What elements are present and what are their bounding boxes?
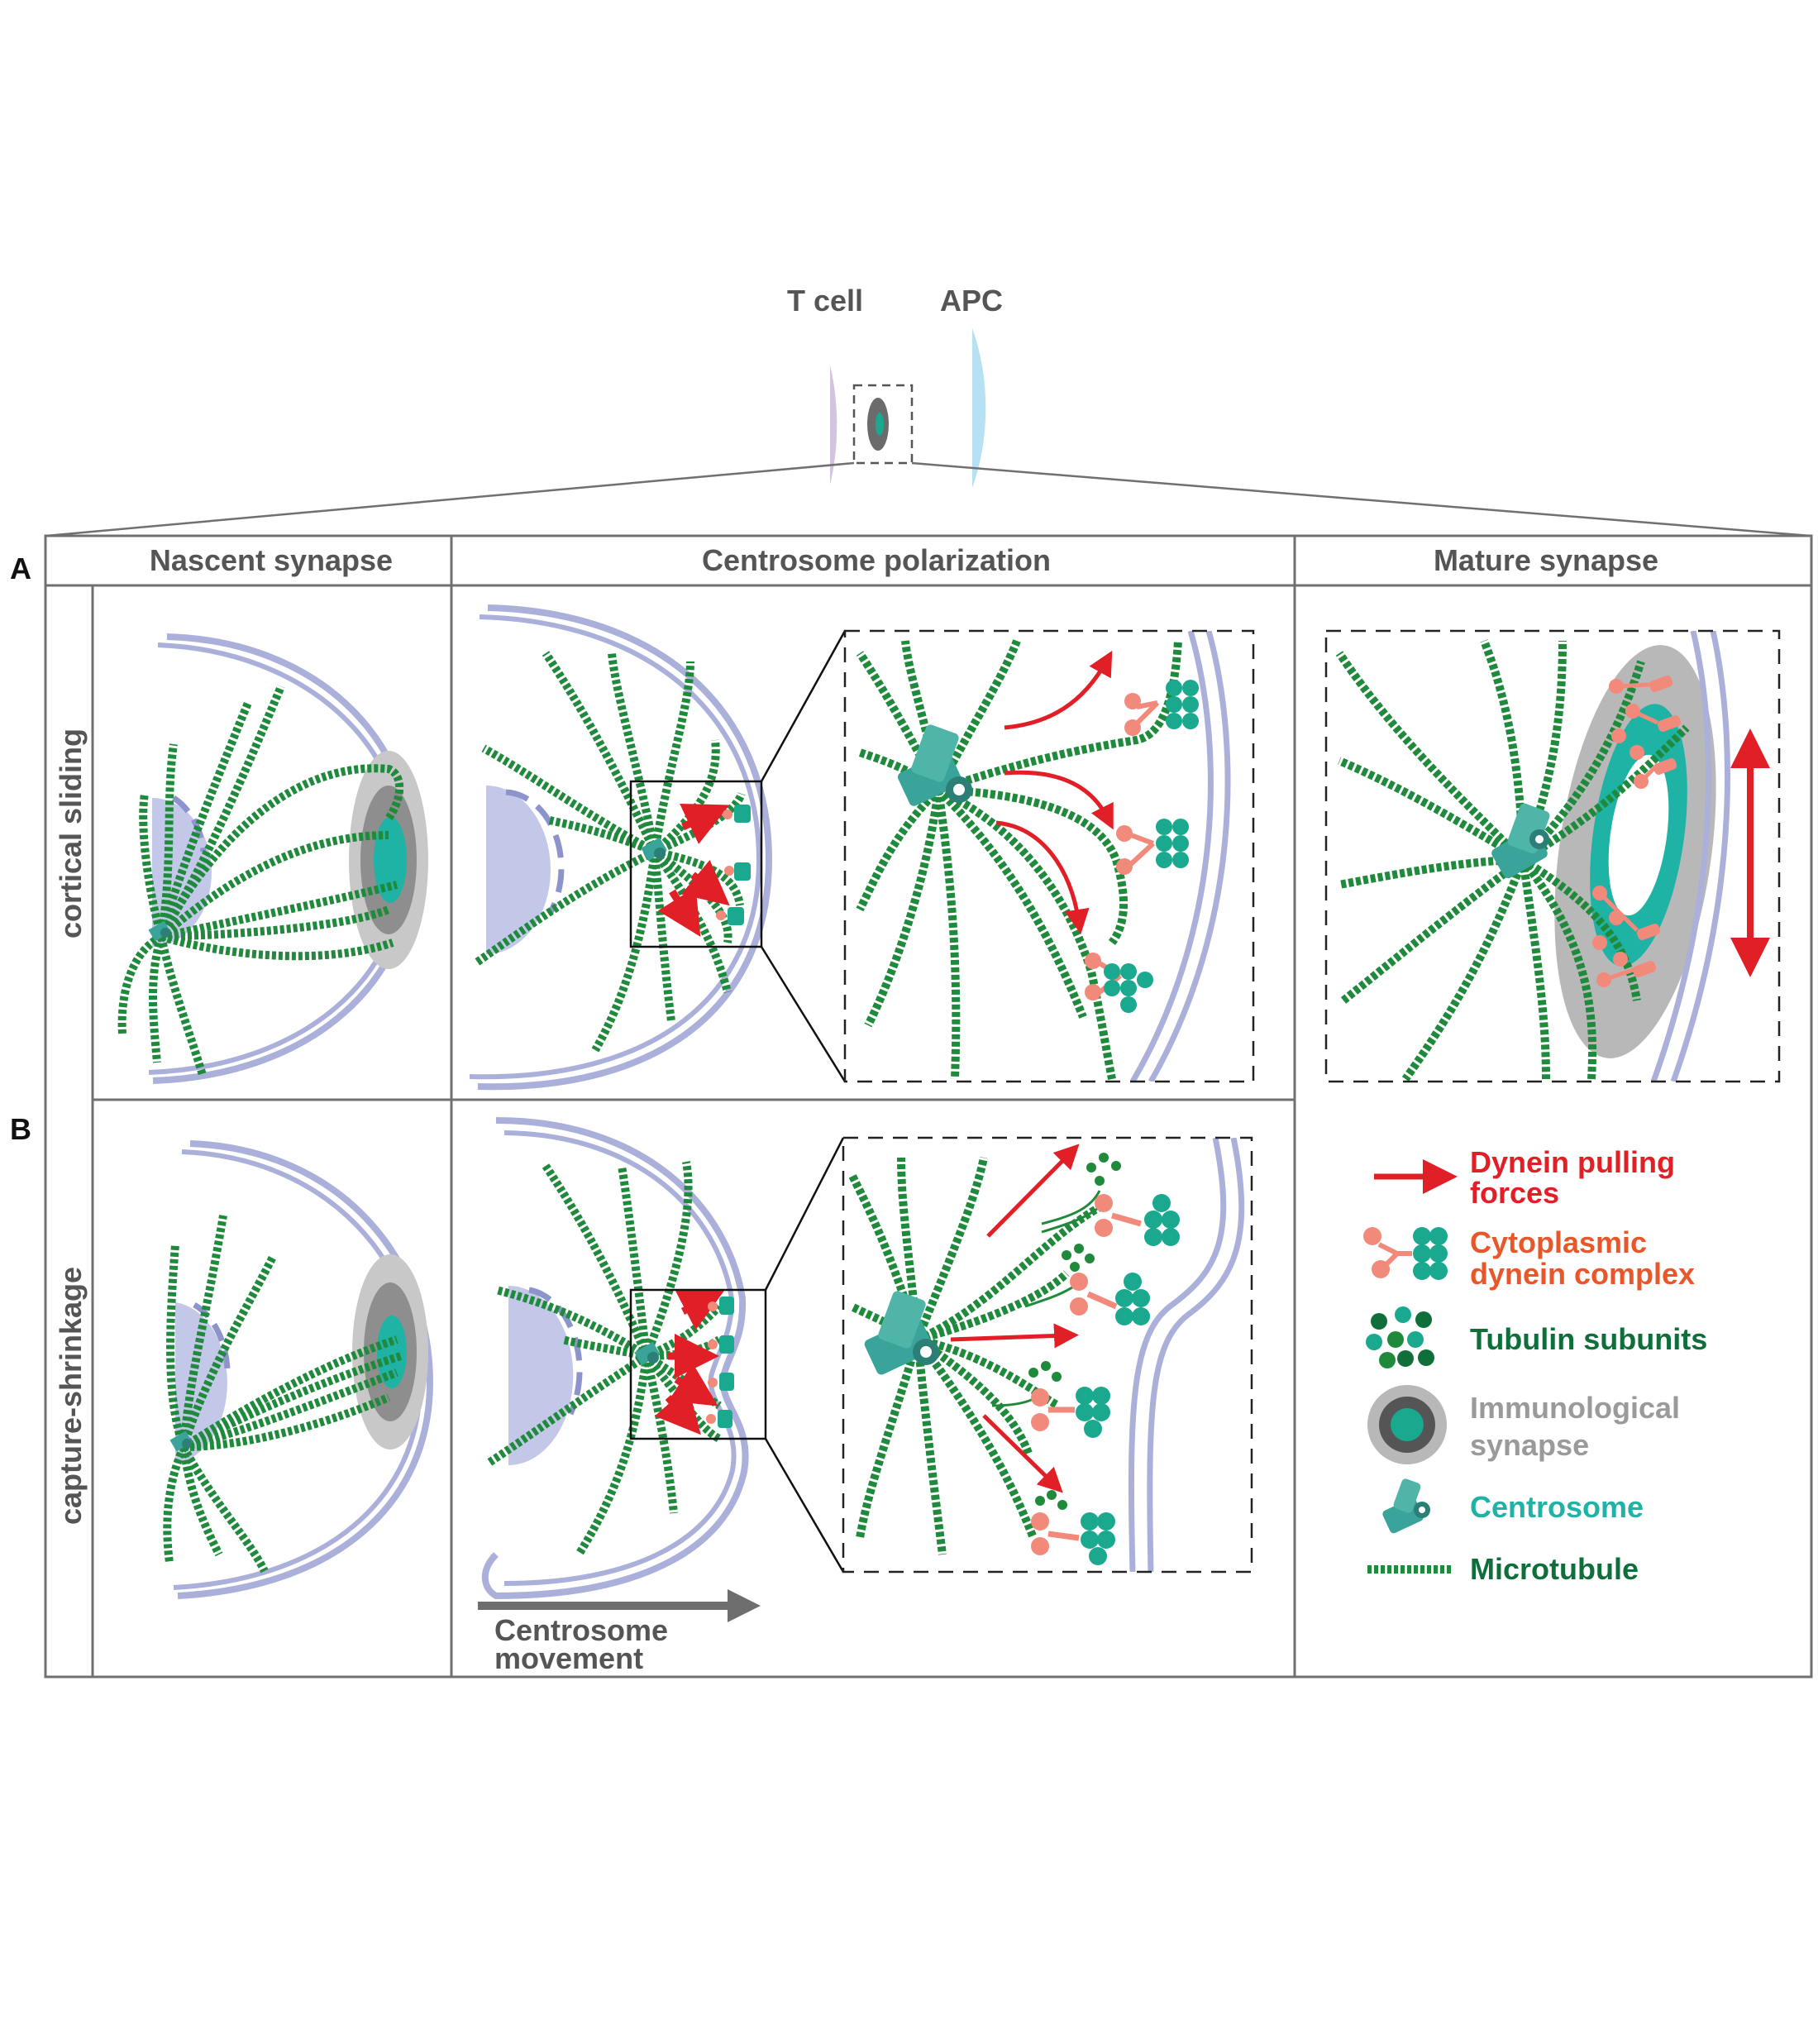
panel-label-a: A	[10, 552, 31, 585]
row-label-capture-shrinkage: capture-shrinkage	[54, 1267, 88, 1525]
legend-tubulin: Tubulin subunits	[1470, 1322, 1707, 1356]
zoom-frame-mature	[1324, 629, 1781, 1083]
polarization-cell-a	[469, 604, 773, 1091]
dynein-complex	[1031, 1490, 1115, 1565]
column-header-polarization: Centrosome polarization	[702, 543, 1051, 577]
zoom-panel-a	[856, 631, 1231, 1082]
centrosome-icon	[897, 724, 972, 806]
column-header-mature: Mature synapse	[1434, 543, 1658, 577]
centrosome-icon	[1491, 803, 1550, 879]
cell-membrane	[481, 1117, 749, 1600]
nucleus	[486, 786, 551, 954]
column-header-nascent: Nascent synapse	[150, 543, 393, 577]
inset-box	[629, 1288, 767, 1440]
inset-box	[629, 780, 763, 948]
dynein-complexes	[728, 805, 751, 925]
centrosome-icon	[148, 920, 171, 942]
polarization-cell-b	[481, 1117, 767, 1600]
legend: Dynein pulling forces Cytoplasmic dynein…	[1363, 1145, 1707, 1586]
cell-membrane	[1650, 631, 1712, 1082]
centrosome-icon	[641, 837, 667, 862]
legend-microtubule: Microtubule	[1470, 1552, 1639, 1586]
dynein-complex	[991, 1361, 1110, 1438]
centrosome-icon	[169, 1430, 193, 1452]
cell-membrane	[177, 1140, 434, 1599]
dynein-complex	[1124, 680, 1199, 736]
row-label-cortical-sliding: cortical sliding	[54, 728, 88, 938]
dynein-arrows	[657, 804, 730, 937]
apc-label: APC	[940, 284, 1003, 318]
legend-immuno-1: Immunological	[1470, 1391, 1680, 1425]
nascent-cell-b	[163, 1140, 434, 1599]
centrosome-icon	[634, 1341, 661, 1366]
dynein-complex	[1085, 953, 1153, 1013]
legend-dynein-forces-2: forces	[1470, 1176, 1559, 1210]
apc-shape	[972, 328, 986, 488]
legend-tubulin-icon	[1366, 1306, 1434, 1368]
cell-membrane	[1129, 631, 1214, 1082]
microtubules	[117, 685, 404, 1077]
dynein-complexes	[718, 1297, 734, 1428]
panel-label-b: B	[10, 1112, 31, 1146]
dynein-complex	[1041, 1153, 1180, 1246]
zoom-box	[852, 384, 914, 465]
legend-centrosome-icon	[1382, 1478, 1430, 1534]
legend-cytoplasmic-1: Cytoplasmic	[1470, 1225, 1647, 1259]
legend-dynein-complex-icon	[1363, 1227, 1448, 1280]
panel-grid	[44, 534, 1813, 1679]
legend-dynein-forces-1: Dynein pulling	[1470, 1145, 1675, 1179]
legend-cytoplasmic-2: dynein complex	[1470, 1257, 1695, 1291]
dynein-arrows	[654, 1289, 725, 1435]
nascent-cell-a	[117, 633, 428, 1084]
zoom-panel-b	[847, 1138, 1245, 1572]
zoom-frame-a	[843, 629, 1255, 1083]
cell-membrane	[477, 604, 773, 1091]
dynein-arrows	[950, 1144, 1080, 1493]
nucleus	[508, 1286, 574, 1465]
legend-centrosome: Centrosome	[1470, 1490, 1644, 1524]
t-cell-label: T cell	[787, 284, 863, 318]
dynein-complex	[1116, 819, 1189, 875]
t-cell-shape	[830, 365, 837, 485]
mature-synapse-panel	[1335, 631, 1770, 1082]
legend-immuno-2: synapse	[1470, 1428, 1589, 1462]
microtubules	[163, 1215, 403, 1574]
movement-label-1: Centrosome	[494, 1613, 668, 1647]
zoom-frame-b	[842, 1136, 1253, 1574]
dynein-complex	[1024, 1244, 1150, 1325]
centrosome-icon	[864, 1291, 939, 1375]
legend-synapse-icon	[1367, 1385, 1447, 1464]
dynein-arrows	[995, 650, 1114, 934]
cell-membrane	[1128, 1138, 1227, 1572]
movement-label-2: movement	[494, 1641, 643, 1675]
